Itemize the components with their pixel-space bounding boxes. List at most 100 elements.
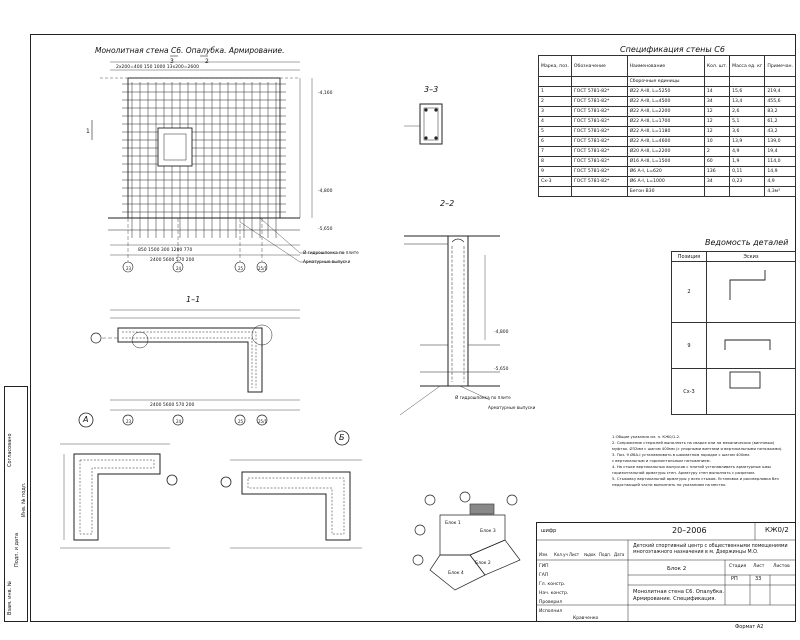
stamp-sheet-code: КЖ0/2 [765,526,789,534]
pieces-pos-1: 2 [671,261,707,323]
note-line: 3. Поз. 9 Ø6А-I устанавливать в шахматно… [612,452,751,457]
spec-cell-mark: 4 [538,116,572,127]
stamp-role: ГИП [539,564,549,569]
spec-h-mark: Марка, поз. [538,55,572,77]
spec-cell-name: Ø22 А-III, L=5250 [626,86,705,97]
wall-elevation [91,55,345,273]
stamp-col-label: Дата [614,552,625,557]
stamp-role: Проверил [539,600,563,605]
spec-cell-mass: 3,6 [729,126,766,137]
spec-cell-name: Ø22 А-III, L=4500 [626,96,705,107]
general-notes: 1.Общие указания см. л. КЖ0/1-2.2. Сопря… [612,434,794,488]
axis-23: 23 [126,266,132,271]
spec-cell-note: 139,0 [764,136,796,147]
node-a-label: А [83,415,89,424]
spec-h-qty: Кол. шт. [703,55,731,77]
spec-cell-qty: 2 [703,146,731,157]
stamp-role: Исполнил [539,609,563,614]
spec-footer-row: Бетон В30 4,3м³ [538,186,796,197]
spec-cell-mass: 15,6 [729,86,766,97]
drawing-frame [30,34,796,622]
spec-cell-name: Ø22 А-III, L=2200 [626,106,705,117]
stamp-grid [536,522,796,622]
stamp-sheet-title: Монолитная стена С6. Опалубка. Армирован… [633,589,724,602]
level-3: -5,650 [318,227,333,232]
stamp-col-label: Изм. [539,552,549,557]
title-block: шифр 20–2006 КЖ0/2 Детский спортивный це… [536,522,796,622]
spec-cell-name: Ø16 А-III, L=1500 [626,156,705,167]
spec-cell-mark: 9 [538,166,572,177]
axis-24-plan: 24 [176,419,182,424]
block-2-label: Блок 2 [475,561,491,566]
spec-cell-mark: 8 [538,156,572,167]
stamp-col-label: №док [584,552,596,557]
level-2-2b: -5,650 [494,367,509,372]
axis-23-plan: 23 [126,419,132,424]
spec-cell-mark: Сх-3 [538,176,572,187]
spec-cell-qty: 34 [703,96,731,107]
pieces-header: Позиция Эскиз [671,251,796,262]
note-line: горизонтальной арматуры стен. Арматуру с… [612,470,756,475]
stamp-role: Гл. констр. [539,582,566,587]
spec-table: Марка, поз. Обозначение Наименование Кол… [538,55,796,197]
spec-cell-name: Ø6 А-I, L=620 [626,166,705,177]
note-line: 1.Общие указания см. л. КЖ0/1-2. [612,434,681,439]
node-a [60,412,178,549]
spec-cell-mark: 6 [538,136,572,147]
spec-cell-qty: 136 [703,166,731,177]
spec-cell-note: 43,2 [764,126,796,137]
note-line: с вертикальным и горизонтальным натяжени… [612,458,711,463]
stamp-stage-label: Стадия [729,564,747,569]
stamp-shifr: шифр [541,528,557,534]
spec-cell-qty: 34 [703,176,731,187]
axis-25: 25 [238,266,244,271]
spec-group-label: Сборочные единицы [626,76,705,87]
spec-cell-designation: ГОСТ 5781-82* [570,156,628,167]
pieces-h-pos: Позиция [671,251,707,262]
spec-cell-note: 4,9 [764,176,796,187]
spec-cell-designation: ГОСТ 5781-82* [570,136,628,147]
spec-cell-note: 219,4 [764,86,796,97]
spec-cell-mass: 5,1 [729,116,766,127]
spec-cell-name: Ø22 А-III, L=1180 [626,126,705,137]
spec-cell-mark: 3 [538,106,572,117]
spec-h-mass: Масса ед. кг [729,55,766,77]
stamp-format: Формат А2 [735,624,764,630]
section-2-2-title: 2–2 [440,199,455,208]
mark-1: 1 [86,128,90,135]
spec-cell-qty: 60 [703,156,731,167]
spec-cell-qty: 12 [703,126,731,137]
stamp-executor: Кравченко [573,616,599,621]
spec-cell-designation: ГОСТ 5781-82* [570,106,628,117]
dim-bottom-2: 2400 5600 570 200 [150,258,195,263]
axis-25-1: 25/1 [258,266,267,271]
pieces-pos-2: 9 [671,322,707,369]
spec-cell-mass: 4,9 [729,146,766,157]
pieces-h-sketch: Эскиз [706,251,796,262]
block-3-label: Блок 3 [480,529,496,534]
pieces-table: Позиция Эскиз 2 9 Сх-3 [671,251,796,415]
stamp-role: Нач. констр. [539,591,569,596]
axis-25-1-plan: 25/1 [258,419,267,424]
section-2-2 [399,235,500,416]
spec-cell-name: Ø22 А-III, L=1700 [626,116,705,127]
note-outlets-2: Арматурные выпуски [488,405,536,410]
spec-cell-mass: 1,9 [729,156,766,167]
spec-title: Спецификация стены С6 [620,45,725,54]
pieces-row: 2 [671,261,796,323]
dim-plan: 2400 5600 570 200 [150,403,195,408]
block-1-label: Блок 1 [445,521,461,526]
spec-cell-qty: 12 [703,116,731,127]
spec-footer-value: 4,3м³ [764,186,796,197]
section-1-1-title: 1–1 [186,295,201,304]
stamp-block: Блок 2 [667,566,687,572]
spec-cell-mark: 2 [538,96,572,107]
